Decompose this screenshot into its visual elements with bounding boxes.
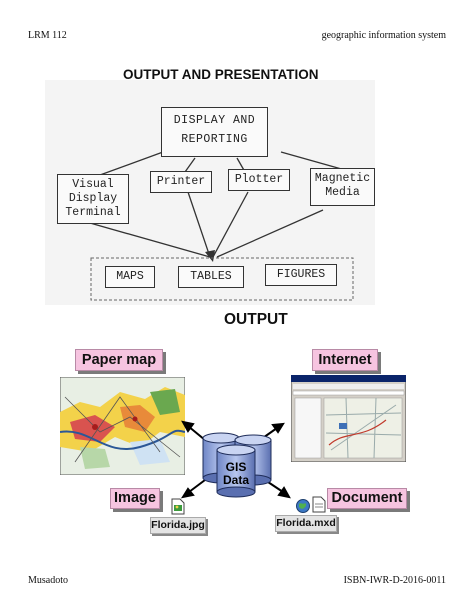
- gis-data-database-icon: [202, 432, 272, 498]
- image-label: Image: [110, 488, 160, 509]
- magnetic-media-line2: Media: [325, 186, 360, 199]
- output-diagram: Paper map Internet: [55, 340, 425, 540]
- globe-document-icon: [296, 499, 310, 513]
- internet-browser-image: [291, 375, 406, 462]
- figures-label: FIGURES: [276, 268, 326, 281]
- diagram-connectors: [89, 151, 354, 301]
- paper-map-image: [60, 377, 185, 475]
- footer-right: ISBN-IWR-D-2016-0011: [343, 575, 446, 586]
- tables-label: TABLES: [190, 270, 232, 283]
- footer-left: Musadoto: [28, 575, 68, 586]
- maps-box: MAPS: [105, 266, 155, 288]
- section-title-output: OUTPUT: [224, 311, 288, 328]
- plotter-label: Plotter: [234, 173, 284, 186]
- image-file-icon: [171, 498, 185, 515]
- display-reporting-box: DISPLAY AND REPORTING: [161, 107, 268, 157]
- paper-map-label: Paper map: [75, 349, 163, 371]
- printer-box: Printer: [150, 171, 212, 193]
- gis-data-line1: GIS: [225, 460, 247, 474]
- document-label: Document: [327, 488, 407, 509]
- header-right: geographic information system: [321, 30, 446, 41]
- output-arrows: [180, 420, 291, 499]
- maps-label: MAPS: [116, 270, 144, 283]
- plotter-box: Plotter: [228, 169, 290, 191]
- magnetic-media-line1: Magnetic: [314, 172, 371, 185]
- visual-display-terminal-box: Visual Display Terminal: [57, 174, 129, 224]
- tables-box: TABLES: [178, 266, 244, 288]
- vdt-line1: Visual: [72, 178, 114, 191]
- display-reporting-line1: DISPLAY AND: [173, 114, 256, 127]
- printer-label: Printer: [156, 175, 206, 188]
- gis-data-line2: Data: [222, 473, 249, 487]
- output-presentation-diagram: DISPLAY AND REPORTING Visual Display Ter…: [45, 80, 375, 305]
- magnetic-media-box: Magnetic Media: [310, 168, 375, 206]
- gis-data-label: GIS Data: [216, 461, 256, 487]
- display-reporting-line2: REPORTING: [181, 133, 248, 146]
- figures-box: FIGURES: [265, 264, 337, 286]
- document-filename: Florida.mxd: [275, 515, 337, 532]
- document-file-icon: [312, 496, 326, 513]
- section-title-output-presentation: OUTPUT AND PRESENTATION: [123, 67, 319, 82]
- image-filename: Florida.jpg: [150, 517, 206, 534]
- header-left: LRM 112: [28, 30, 67, 41]
- vdt-line2: Display: [68, 192, 118, 205]
- internet-label: Internet: [312, 349, 378, 371]
- vdt-line3: Terminal: [65, 206, 121, 219]
